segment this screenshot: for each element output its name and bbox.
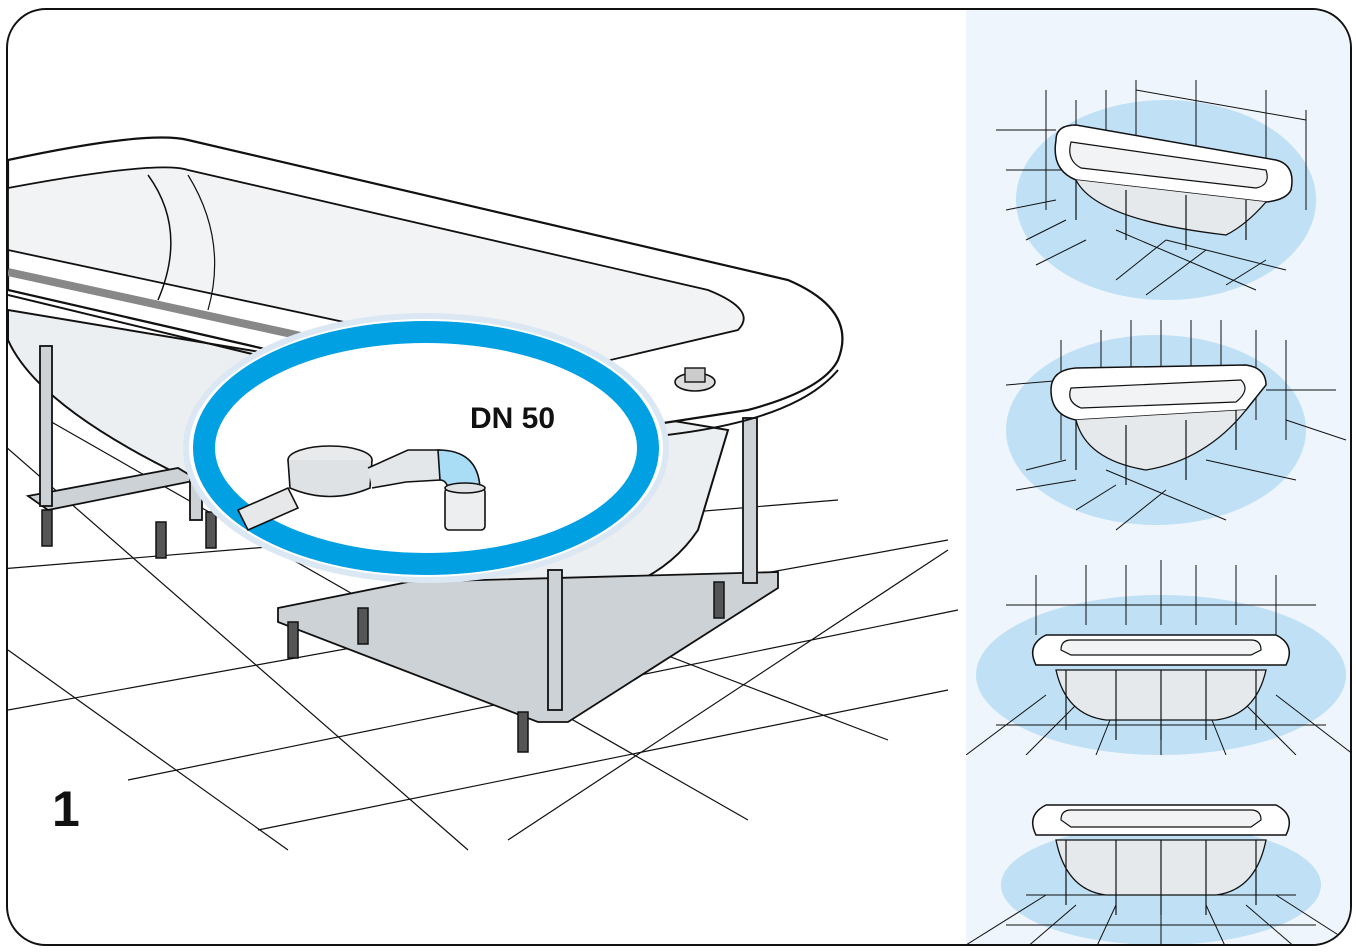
- variant-corner-left: [996, 80, 1316, 300]
- support-frame: [25, 345, 779, 723]
- step-number: 1: [52, 781, 80, 837]
- figure-frame: DN 50 1: [6, 8, 1352, 946]
- drain-detail-callout: [183, 313, 669, 583]
- drain-siphon: [236, 445, 486, 532]
- tub-basin: [8, 166, 745, 371]
- variant-corner-right: [1005, 320, 1347, 531]
- basin-back-curve-2: [187, 174, 216, 311]
- adjustable-feet: [41, 509, 725, 753]
- basin-back-curve: [147, 174, 172, 301]
- variant-front-wall: [966, 560, 1350, 755]
- variant-front-freestanding: [966, 804, 1350, 944]
- installation-variants-panel: [966, 10, 1350, 944]
- drain-size-label: DN 50: [470, 402, 556, 435]
- bathtub-installation-drawing: [8, 136, 959, 851]
